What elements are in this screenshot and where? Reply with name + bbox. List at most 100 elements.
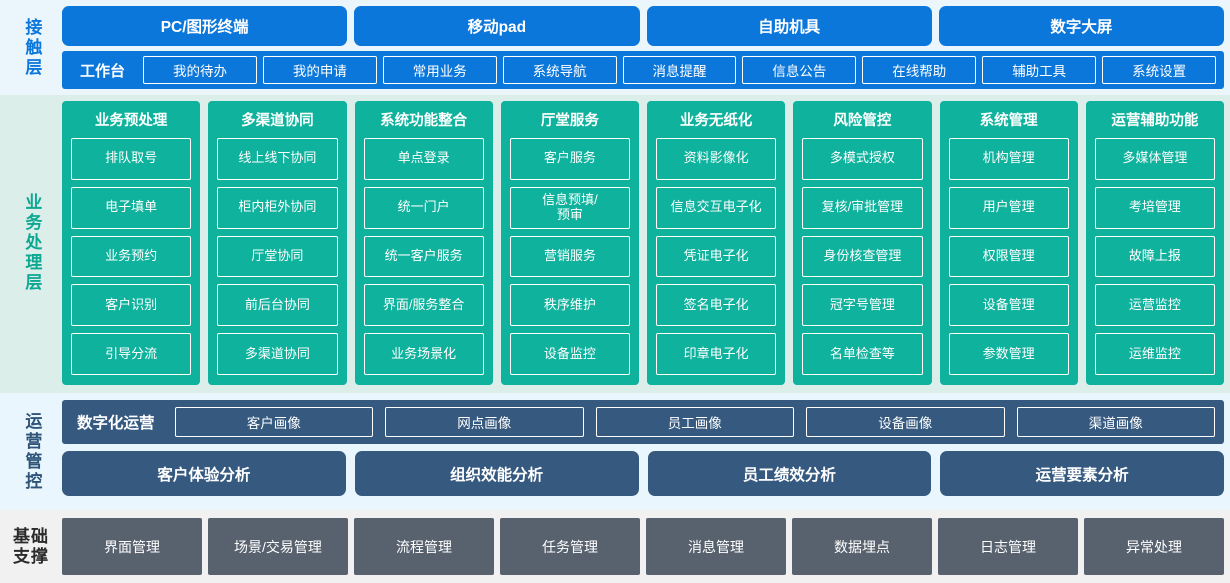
column-title: 运营辅助功能 (1111, 113, 1199, 129)
business-item[interactable]: 电子填单 (71, 186, 192, 229)
base-item-ui-management[interactable]: 界面管理 (62, 518, 202, 575)
business-item[interactable]: 设备管理 (948, 284, 1069, 327)
business-item[interactable]: 冠字号管理 (802, 284, 923, 327)
workbench-item-todo[interactable]: 我的待办 (143, 56, 257, 84)
business-item[interactable]: 复核/审批管理 (802, 186, 923, 229)
business-item[interactable]: 用户管理 (948, 186, 1069, 229)
business-item[interactable]: 引导分流 (71, 333, 192, 375)
analysis-operation-factors[interactable]: 运营要素分析 (940, 451, 1224, 496)
workbench-item-application[interactable]: 我的申请 (262, 56, 377, 84)
base-layer-label: 基础 支撑 (0, 518, 62, 575)
digital-operation-bar: 数字化运营 客户画像 网点画像 员工画像 设备画像 渠道画像 (62, 400, 1224, 444)
business-item[interactable]: 运营监控 (1094, 284, 1215, 327)
business-item[interactable]: 线上线下协同 (217, 138, 338, 180)
base-label-line2: 支撑 (13, 546, 49, 566)
base-item-scene-transaction[interactable]: 场景/交易管理 (208, 518, 348, 575)
analysis-row: 客户体验分析 组织效能分析 员工绩效分析 运营要素分析 (62, 451, 1224, 496)
terminal-row: PC/图形终端 移动pad 自助机具 数字大屏 (62, 6, 1224, 46)
business-item[interactable]: 考培管理 (1094, 186, 1215, 229)
analysis-employee-performance[interactable]: 员工绩效分析 (647, 451, 932, 496)
base-item-log-management[interactable]: 日志管理 (938, 518, 1078, 575)
business-item[interactable]: 多模式授权 (802, 138, 923, 180)
portrait-employee[interactable]: 员工画像 (595, 407, 795, 437)
workbench-title: 工作台 (80, 62, 126, 80)
workbench-item-online-help[interactable]: 在线帮助 (862, 56, 977, 84)
workbench-item-aux-tools[interactable]: 辅助工具 (982, 56, 1097, 84)
business-item[interactable]: 多渠道协同 (217, 333, 338, 375)
business-column-operation-support: 运营辅助功能 多媒体管理 考培管理 故障上报 运营监控 运维监控 (1085, 101, 1224, 385)
business-item[interactable]: 厅堂协同 (217, 235, 338, 278)
base-item-task-management[interactable]: 任务管理 (500, 518, 640, 575)
workbench-bar: 工作台 我的待办 我的申请 常用业务 系统导航 消息提醒 信息公告 在线帮助 辅… (62, 51, 1224, 89)
operation-layer-body: 数字化运营 客户画像 网点画像 员工画像 设备画像 渠道画像 客户体验分析 组织… (62, 400, 1224, 503)
business-column-paperless: 业务无纸化 资料影像化 信息交互电子化 凭证电子化 签名电子化 印章电子化 (647, 101, 786, 385)
business-item[interactable]: 统一门户 (363, 186, 484, 229)
business-item[interactable]: 故障上报 (1094, 235, 1215, 278)
business-item[interactable]: 名单检查等 (802, 333, 923, 375)
business-item[interactable]: 秩序维护 (509, 284, 630, 327)
workbench-item-common-business[interactable]: 常用业务 (382, 56, 497, 84)
portrait-branch[interactable]: 网点画像 (385, 407, 584, 437)
column-title: 多渠道协同 (241, 113, 314, 129)
business-item[interactable]: 界面/服务整合 (363, 284, 484, 327)
business-item[interactable]: 前后台协同 (217, 284, 338, 327)
business-item[interactable]: 客户识别 (71, 284, 192, 327)
business-item[interactable]: 统一客户服务 (363, 235, 484, 278)
operation-layer-band: 运营管控 数字化运营 客户画像 网点画像 员工画像 设备画像 渠道画像 客户体验… (0, 393, 1230, 510)
terminal-chip-screen[interactable]: 数字大屏 (938, 6, 1224, 46)
business-column-multichannel: 多渠道协同 线上线下协同 柜内柜外协同 厅堂协同 前后台协同 多渠道协同 (208, 101, 347, 385)
analysis-org-efficiency[interactable]: 组织效能分析 (354, 451, 639, 496)
column-title: 业务无纸化 (679, 113, 753, 129)
workbench-item-message-alert[interactable]: 消息提醒 (622, 56, 737, 84)
portrait-channel[interactable]: 渠道画像 (1016, 407, 1216, 437)
terminal-chip-pad[interactable]: 移动pad (354, 6, 640, 46)
business-item[interactable]: 排队取号 (71, 138, 192, 180)
portrait-customer[interactable]: 客户画像 (174, 407, 374, 437)
business-item[interactable]: 客户服务 (509, 138, 630, 180)
analysis-customer-experience[interactable]: 客户体验分析 (62, 451, 346, 496)
business-item[interactable]: 权限管理 (948, 235, 1069, 278)
business-item[interactable]: 印章电子化 (656, 333, 777, 375)
terminal-chip-kiosk[interactable]: 自助机具 (646, 6, 932, 46)
workbench-item-system-settings[interactable]: 系统设置 (1102, 56, 1217, 84)
workbench-item-system-nav[interactable]: 系统导航 (502, 56, 617, 84)
business-column-risk-control: 风险管控 多模式授权 复核/审批管理 身份核查管理 冠字号管理 名单检查等 (793, 101, 932, 385)
business-item[interactable]: 信息交互电子化 (656, 186, 777, 229)
business-item[interactable]: 多媒体管理 (1094, 138, 1215, 180)
operation-layer-label: 运营管控 (22, 411, 42, 492)
business-item[interactable]: 身份核查管理 (802, 235, 923, 278)
business-item[interactable]: 营销服务 (509, 235, 630, 278)
column-items: 多模式授权 复核/审批管理 身份核查管理 冠字号管理 名单检查等 (802, 138, 923, 375)
business-item[interactable]: 凭证电子化 (656, 235, 777, 278)
workbench-item-announcement[interactable]: 信息公告 (742, 56, 857, 84)
business-layer-band: 业务处理层 业务预处理 排队取号 电子填单 业务预约 客户识别 引导分流 多渠道… (0, 95, 1230, 393)
business-item[interactable]: 参数管理 (948, 333, 1069, 375)
base-item-process-management[interactable]: 流程管理 (354, 518, 494, 575)
column-title: 风险管控 (833, 113, 892, 129)
base-item-data-tracking[interactable]: 数据埋点 (792, 518, 932, 575)
business-item[interactable]: 机构管理 (948, 138, 1069, 180)
business-item[interactable]: 设备监控 (509, 333, 630, 375)
portrait-device[interactable]: 设备画像 (806, 407, 1005, 437)
business-item[interactable]: 信息预填/ 预审 (509, 186, 630, 229)
business-item[interactable]: 资料影像化 (656, 138, 777, 180)
digital-operation-title: 数字化运营 (77, 415, 155, 432)
business-column-lobby-service: 厅堂服务 客户服务 信息预填/ 预审 营销服务 秩序维护 设备监控 (500, 101, 639, 385)
business-item[interactable]: 运维监控 (1094, 333, 1215, 375)
base-layer-body: 界面管理 场景/交易管理 流程管理 任务管理 消息管理 数据埋点 日志管理 异常… (62, 518, 1224, 575)
terminal-chip-pc[interactable]: PC/图形终端 (62, 6, 348, 46)
business-layer-body: 业务预处理 排队取号 电子填单 业务预约 客户识别 引导分流 多渠道协同 线上线… (62, 101, 1224, 385)
business-item[interactable]: 签名电子化 (656, 284, 777, 327)
business-column-system-integration: 系统功能整合 单点登录 统一门户 统一客户服务 界面/服务整合 业务场景化 (354, 101, 493, 385)
business-item[interactable]: 单点登录 (363, 138, 484, 180)
base-items-row: 界面管理 场景/交易管理 流程管理 任务管理 消息管理 数据埋点 日志管理 异常… (62, 518, 1224, 575)
business-item[interactable]: 业务场景化 (363, 333, 484, 375)
column-items: 单点登录 统一门户 统一客户服务 界面/服务整合 业务场景化 (363, 138, 484, 375)
column-title: 厅堂服务 (540, 113, 599, 129)
base-item-exception-handling[interactable]: 异常处理 (1084, 518, 1224, 575)
business-item[interactable]: 柜内柜外协同 (217, 186, 338, 229)
base-item-message-management[interactable]: 消息管理 (646, 518, 786, 575)
business-layer-label: 业务处理层 (22, 193, 42, 293)
business-item[interactable]: 业务预约 (71, 235, 192, 278)
